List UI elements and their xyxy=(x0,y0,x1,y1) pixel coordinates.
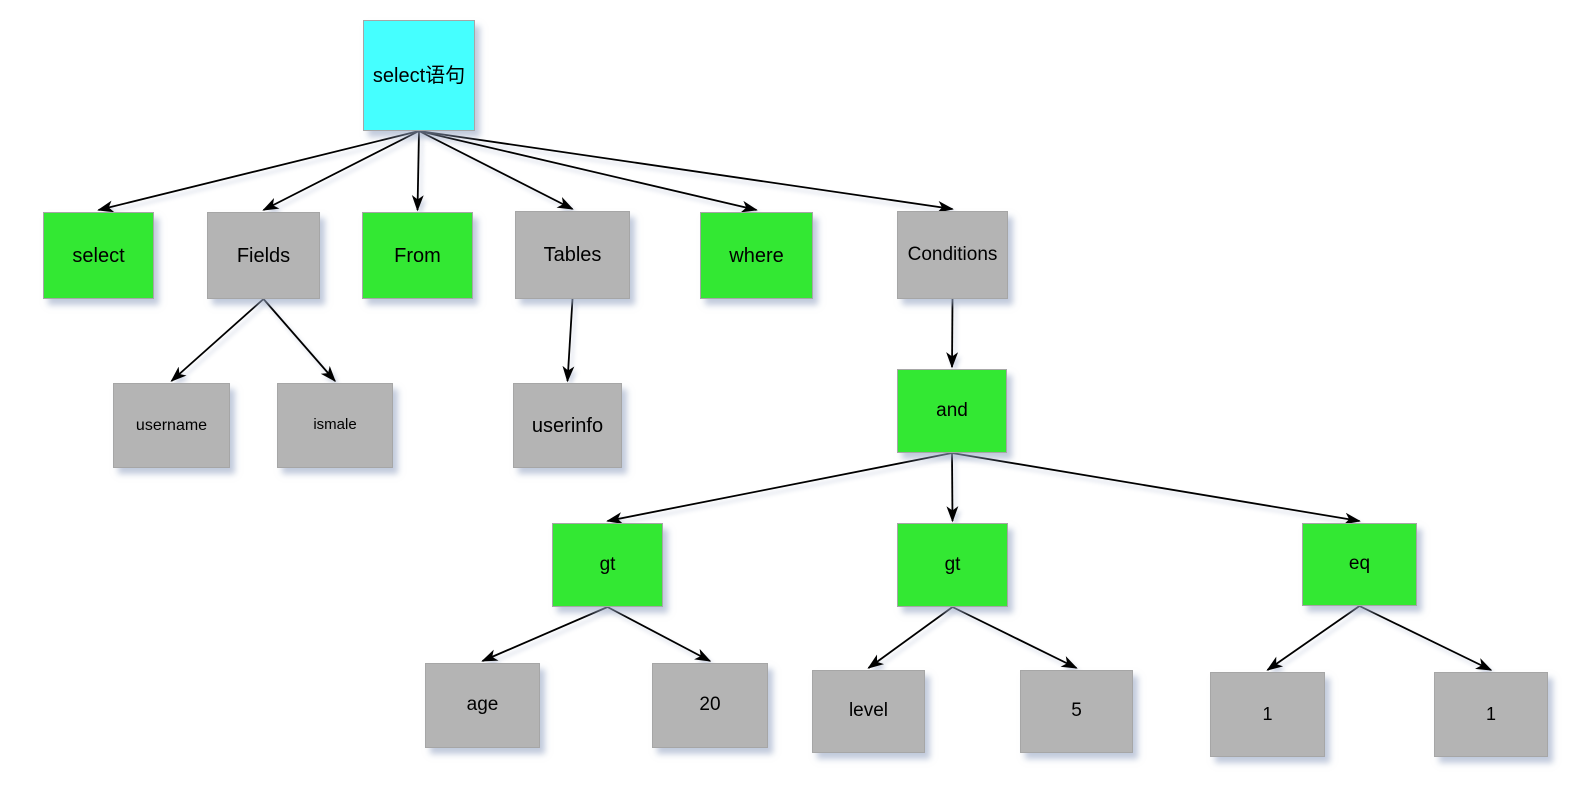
tree-node-username: username xyxy=(113,383,230,468)
tree-node-where: where xyxy=(700,212,813,299)
tree-node-ismale: ismale xyxy=(277,383,393,468)
edge-and-eq xyxy=(951,452,1361,525)
tree-node-and: and xyxy=(897,369,1007,453)
edge-eq-one_right xyxy=(1359,605,1493,671)
tree-node-label: where xyxy=(729,244,784,267)
tree-node-label: 20 xyxy=(699,694,721,716)
edge-gt1-num20 xyxy=(607,606,712,662)
tree-node-label: level xyxy=(848,700,889,722)
tree-node-one_right: 1 xyxy=(1434,672,1548,757)
tree-node-fields: Fields xyxy=(207,212,320,299)
tree-node-label: ismale xyxy=(313,416,357,434)
tree-node-select: select xyxy=(43,212,154,299)
edge-conditions-and xyxy=(946,298,959,369)
edge-gt2-num5 xyxy=(952,606,1078,669)
edge-fields-ismale xyxy=(262,298,336,383)
tree-node-label: Fields xyxy=(236,244,291,267)
edge-eq-one_left xyxy=(1266,605,1361,671)
tree-node-label: age xyxy=(466,694,499,716)
tree-node-label: and xyxy=(936,399,968,421)
tree-node-num5: 5 xyxy=(1020,670,1133,753)
tree-node-label: 1 xyxy=(1485,703,1496,724)
tree-node-label: Tables xyxy=(543,244,602,266)
tree-node-one_left: 1 xyxy=(1210,672,1325,757)
edge-root-fields xyxy=(262,130,420,211)
tree-node-conditions: Conditions xyxy=(897,211,1008,299)
tree-node-root: select语句 xyxy=(363,20,475,131)
edge-and-gt2 xyxy=(946,452,959,523)
tree-node-label: gt xyxy=(599,553,616,575)
tree-node-label: userinfo xyxy=(531,414,604,437)
edge-root-tables xyxy=(418,130,574,210)
tree-node-tables: Tables xyxy=(515,211,630,299)
edge-and-gt1 xyxy=(606,452,953,524)
tree-node-label: eq xyxy=(1348,553,1371,575)
edge-root-where xyxy=(418,130,758,213)
tree-node-label: 1 xyxy=(1262,703,1273,724)
tree-node-from: From xyxy=(362,212,473,299)
tree-node-label: select语句 xyxy=(372,64,466,87)
tree-node-num20: 20 xyxy=(652,663,768,748)
tree-node-label: From xyxy=(394,244,441,267)
tree-node-age: age xyxy=(425,663,540,748)
tree-node-level: level xyxy=(812,670,925,753)
edge-gt2-level xyxy=(867,606,954,669)
tree-node-label: Conditions xyxy=(907,243,998,265)
tree-node-label: gt xyxy=(944,553,961,575)
edge-gt1-age xyxy=(481,606,608,662)
tree-node-label: 5 xyxy=(1071,700,1082,722)
tree-node-userinfo: userinfo xyxy=(513,383,622,468)
edge-root-conditions xyxy=(418,130,954,213)
tree-node-gt2: gt xyxy=(897,523,1008,607)
edge-root-from xyxy=(411,130,424,212)
tree-node-label: select xyxy=(72,244,125,267)
tree-node-label: username xyxy=(135,416,208,434)
edge-tables-userinfo xyxy=(562,298,575,383)
tree-node-gt1: gt xyxy=(552,523,663,607)
edge-root-select xyxy=(97,130,420,213)
edge-fields-username xyxy=(170,298,265,382)
tree-node-eq: eq xyxy=(1302,523,1417,606)
